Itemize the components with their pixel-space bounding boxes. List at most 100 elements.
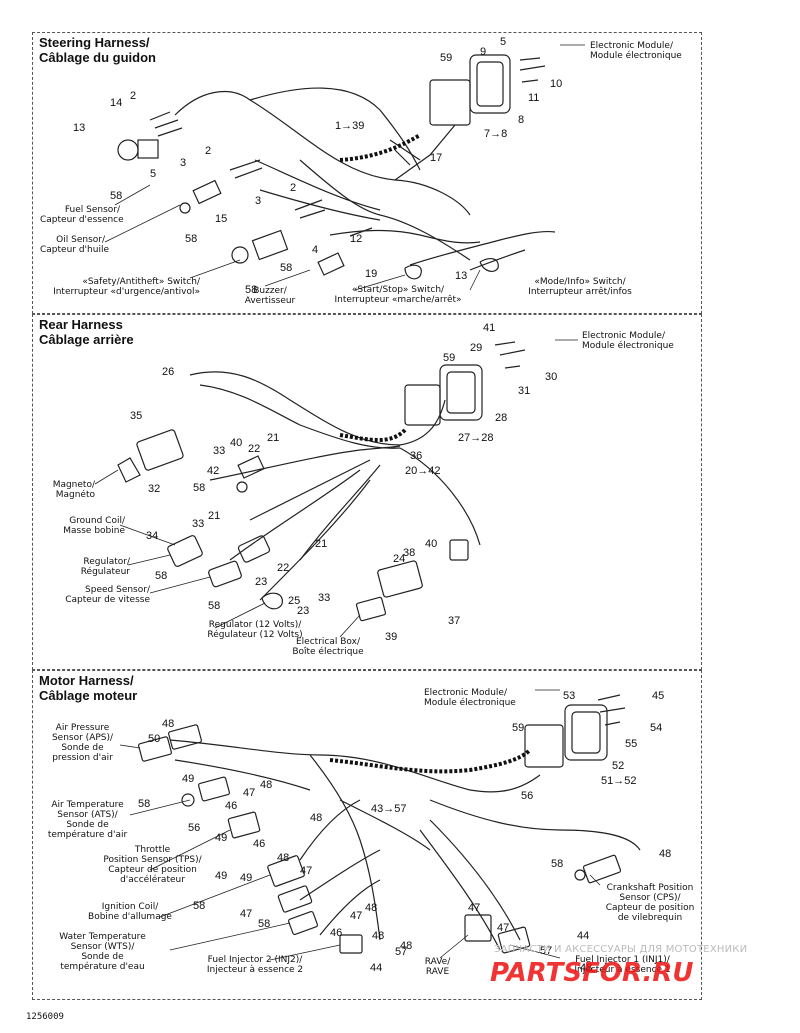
callout-s-22: 58 bbox=[280, 262, 293, 274]
motor-title-en: Motor Harness/ bbox=[39, 673, 134, 688]
callout-m-6: 51→52 bbox=[601, 775, 637, 787]
callout-r-2: 30 bbox=[545, 371, 558, 383]
callout-m-15: 43→57 bbox=[371, 803, 407, 815]
callout-m-9: 50 bbox=[148, 733, 161, 745]
callout-m-34: 44 bbox=[370, 962, 383, 974]
callout-s-5: 59 bbox=[440, 52, 453, 64]
callout-m-27: 49 bbox=[215, 870, 228, 882]
callout-s-2: 10 bbox=[550, 78, 563, 90]
callout-m-3: 55 bbox=[625, 738, 638, 750]
callout-m-29: 58 bbox=[258, 918, 271, 930]
callout-m-26: 47 bbox=[240, 908, 253, 920]
callout-m-37: 48 bbox=[659, 848, 672, 860]
motor-harness-panel: Motor Harness/Câblage moteur bbox=[32, 670, 702, 1000]
callout-s-6: 14 bbox=[110, 97, 123, 109]
steering-title-fr: Câblage du guidon bbox=[39, 50, 156, 65]
callout-r-30: 40 bbox=[425, 538, 438, 550]
callout-r-20: 34 bbox=[146, 530, 159, 542]
callout-r-6: 28 bbox=[495, 412, 508, 424]
callout-m-16: 49 bbox=[215, 832, 228, 844]
callout-m-38: 44 bbox=[577, 930, 590, 942]
callout-r-11: 21 bbox=[267, 432, 280, 444]
callout-s-3: 11 bbox=[528, 92, 540, 104]
callout-s-25: 13 bbox=[455, 270, 468, 282]
tps-label: Throttle Position Sensor (TPS)/ Capteur … bbox=[103, 845, 202, 885]
callout-m-21: 49 bbox=[240, 872, 253, 884]
magneto-label: Magneto/ Magnéto bbox=[52, 480, 95, 500]
callout-m-33: 48 bbox=[372, 930, 385, 942]
callout-m-14: 58 bbox=[138, 798, 151, 810]
callout-r-15: 32 bbox=[148, 483, 161, 495]
drawing-code: 1256009 bbox=[26, 1012, 64, 1022]
steering-main-wire bbox=[174, 91, 471, 216]
callout-m-8: 48 bbox=[162, 718, 175, 730]
regulator-12v-label: Regulator (12 Volts)/ Régulateur (12 Vol… bbox=[207, 620, 303, 640]
callout-m-11: 47 bbox=[243, 787, 256, 799]
callout-r-21: 58 bbox=[155, 570, 168, 582]
watermark-text: ЗАПЧАСТИ И АКСЕССУАРЫ ДЛЯ МОТОТЕХНИКИ bbox=[494, 944, 748, 955]
callout-s-23: 58 bbox=[245, 284, 258, 296]
callout-m-13: 46 bbox=[225, 800, 238, 812]
rear-ecm-shape bbox=[439, 364, 483, 421]
steering-ecm-shape bbox=[469, 54, 511, 114]
callout-m-18: 48 bbox=[310, 812, 323, 824]
callout-r-9: 40 bbox=[230, 437, 243, 449]
callout-m-32: 47 bbox=[468, 902, 481, 914]
callout-s-16: 3 bbox=[255, 195, 262, 207]
callout-r-23: 23 bbox=[255, 576, 268, 588]
callout-m-19: 48 bbox=[277, 852, 290, 864]
rear-bundle bbox=[339, 428, 407, 442]
steering-ecm-label: Electronic Module/ Module électronique bbox=[590, 41, 682, 61]
callout-r-12: 36 bbox=[410, 450, 423, 462]
callout-s-19: 2 bbox=[290, 182, 297, 194]
callout-s-15: 2 bbox=[205, 145, 212, 157]
callout-r-26: 33 bbox=[318, 592, 331, 604]
callout-m-28: 46 bbox=[330, 927, 343, 939]
callout-m-31: 57 bbox=[395, 946, 408, 958]
steering-bundle bbox=[339, 133, 422, 162]
mode-switch-label: «Mode/Info» Switch/ Interrupteur arrêt/i… bbox=[528, 277, 632, 297]
callout-r-22: 21 bbox=[315, 538, 328, 550]
motor-bundle bbox=[329, 748, 532, 774]
callout-s-18: 15 bbox=[215, 213, 228, 225]
electrical-box-label: Electrical Box/ Boîte électrique bbox=[292, 637, 364, 657]
buzzer-label: Buzzer/ Avertisseur bbox=[244, 286, 296, 306]
callout-r-16: 42 bbox=[207, 465, 220, 477]
rear-title-en: Rear Harness bbox=[39, 317, 123, 332]
callout-r-28: 38 bbox=[403, 547, 416, 559]
callout-s-1: 5 bbox=[500, 36, 507, 48]
callout-r-29: 24 bbox=[393, 553, 406, 565]
callout-m-24: 47 bbox=[350, 910, 363, 922]
callout-m-5: 52 bbox=[612, 760, 625, 772]
callout-r-18: 21 bbox=[208, 510, 221, 522]
callout-m-1: 45 bbox=[652, 690, 665, 702]
callout-m-30: 48 bbox=[400, 940, 413, 952]
rear-title-fr: Câblage arrière bbox=[39, 332, 134, 347]
callout-s-17: 58 bbox=[185, 233, 198, 245]
rear-ecm-label: Electronic Module/ Module électronique bbox=[582, 331, 674, 351]
steering-title-en: Steering Harness/ bbox=[39, 35, 150, 50]
callout-m-23: 58 bbox=[193, 900, 206, 912]
fuel-sensor-shape bbox=[117, 139, 139, 161]
callout-m-0: 53 bbox=[563, 690, 576, 702]
callout-s-8: 13 bbox=[73, 122, 86, 134]
steering-harness-panel: Steering Harness/Câblage du guidon bbox=[32, 32, 702, 314]
callout-r-3: 31 bbox=[518, 385, 531, 397]
wts-label: Water Temperature Sensor (WTS)/ Sonde de… bbox=[59, 932, 146, 972]
inj2-label: Fuel Injector 2 (INJ2)/ Injecteur à esse… bbox=[206, 955, 304, 975]
partsfor-logo: PARTSFOR.RU bbox=[490, 958, 694, 988]
callout-s-24: 19 bbox=[365, 268, 378, 280]
callout-r-17: 58 bbox=[193, 482, 206, 494]
callout-m-40: 48 bbox=[580, 962, 593, 974]
callout-r-13: 20→42 bbox=[405, 465, 441, 477]
callout-r-27: 58 bbox=[208, 600, 221, 612]
callout-r-8: 35 bbox=[130, 410, 143, 422]
steering-title: Steering Harness/Câblage du guidon bbox=[39, 35, 156, 65]
callout-m-20: 47 bbox=[300, 865, 313, 877]
aps-label: Air Pressure Sensor (APS)/ Sonde de pres… bbox=[51, 723, 114, 763]
start-stop-switch-label: «Start/Stop» Switch/ Interrupteur «march… bbox=[334, 285, 462, 305]
callout-s-7: 2 bbox=[130, 90, 137, 102]
callout-m-22: 46 bbox=[253, 838, 266, 850]
callout-r-33: 39 bbox=[385, 631, 398, 643]
